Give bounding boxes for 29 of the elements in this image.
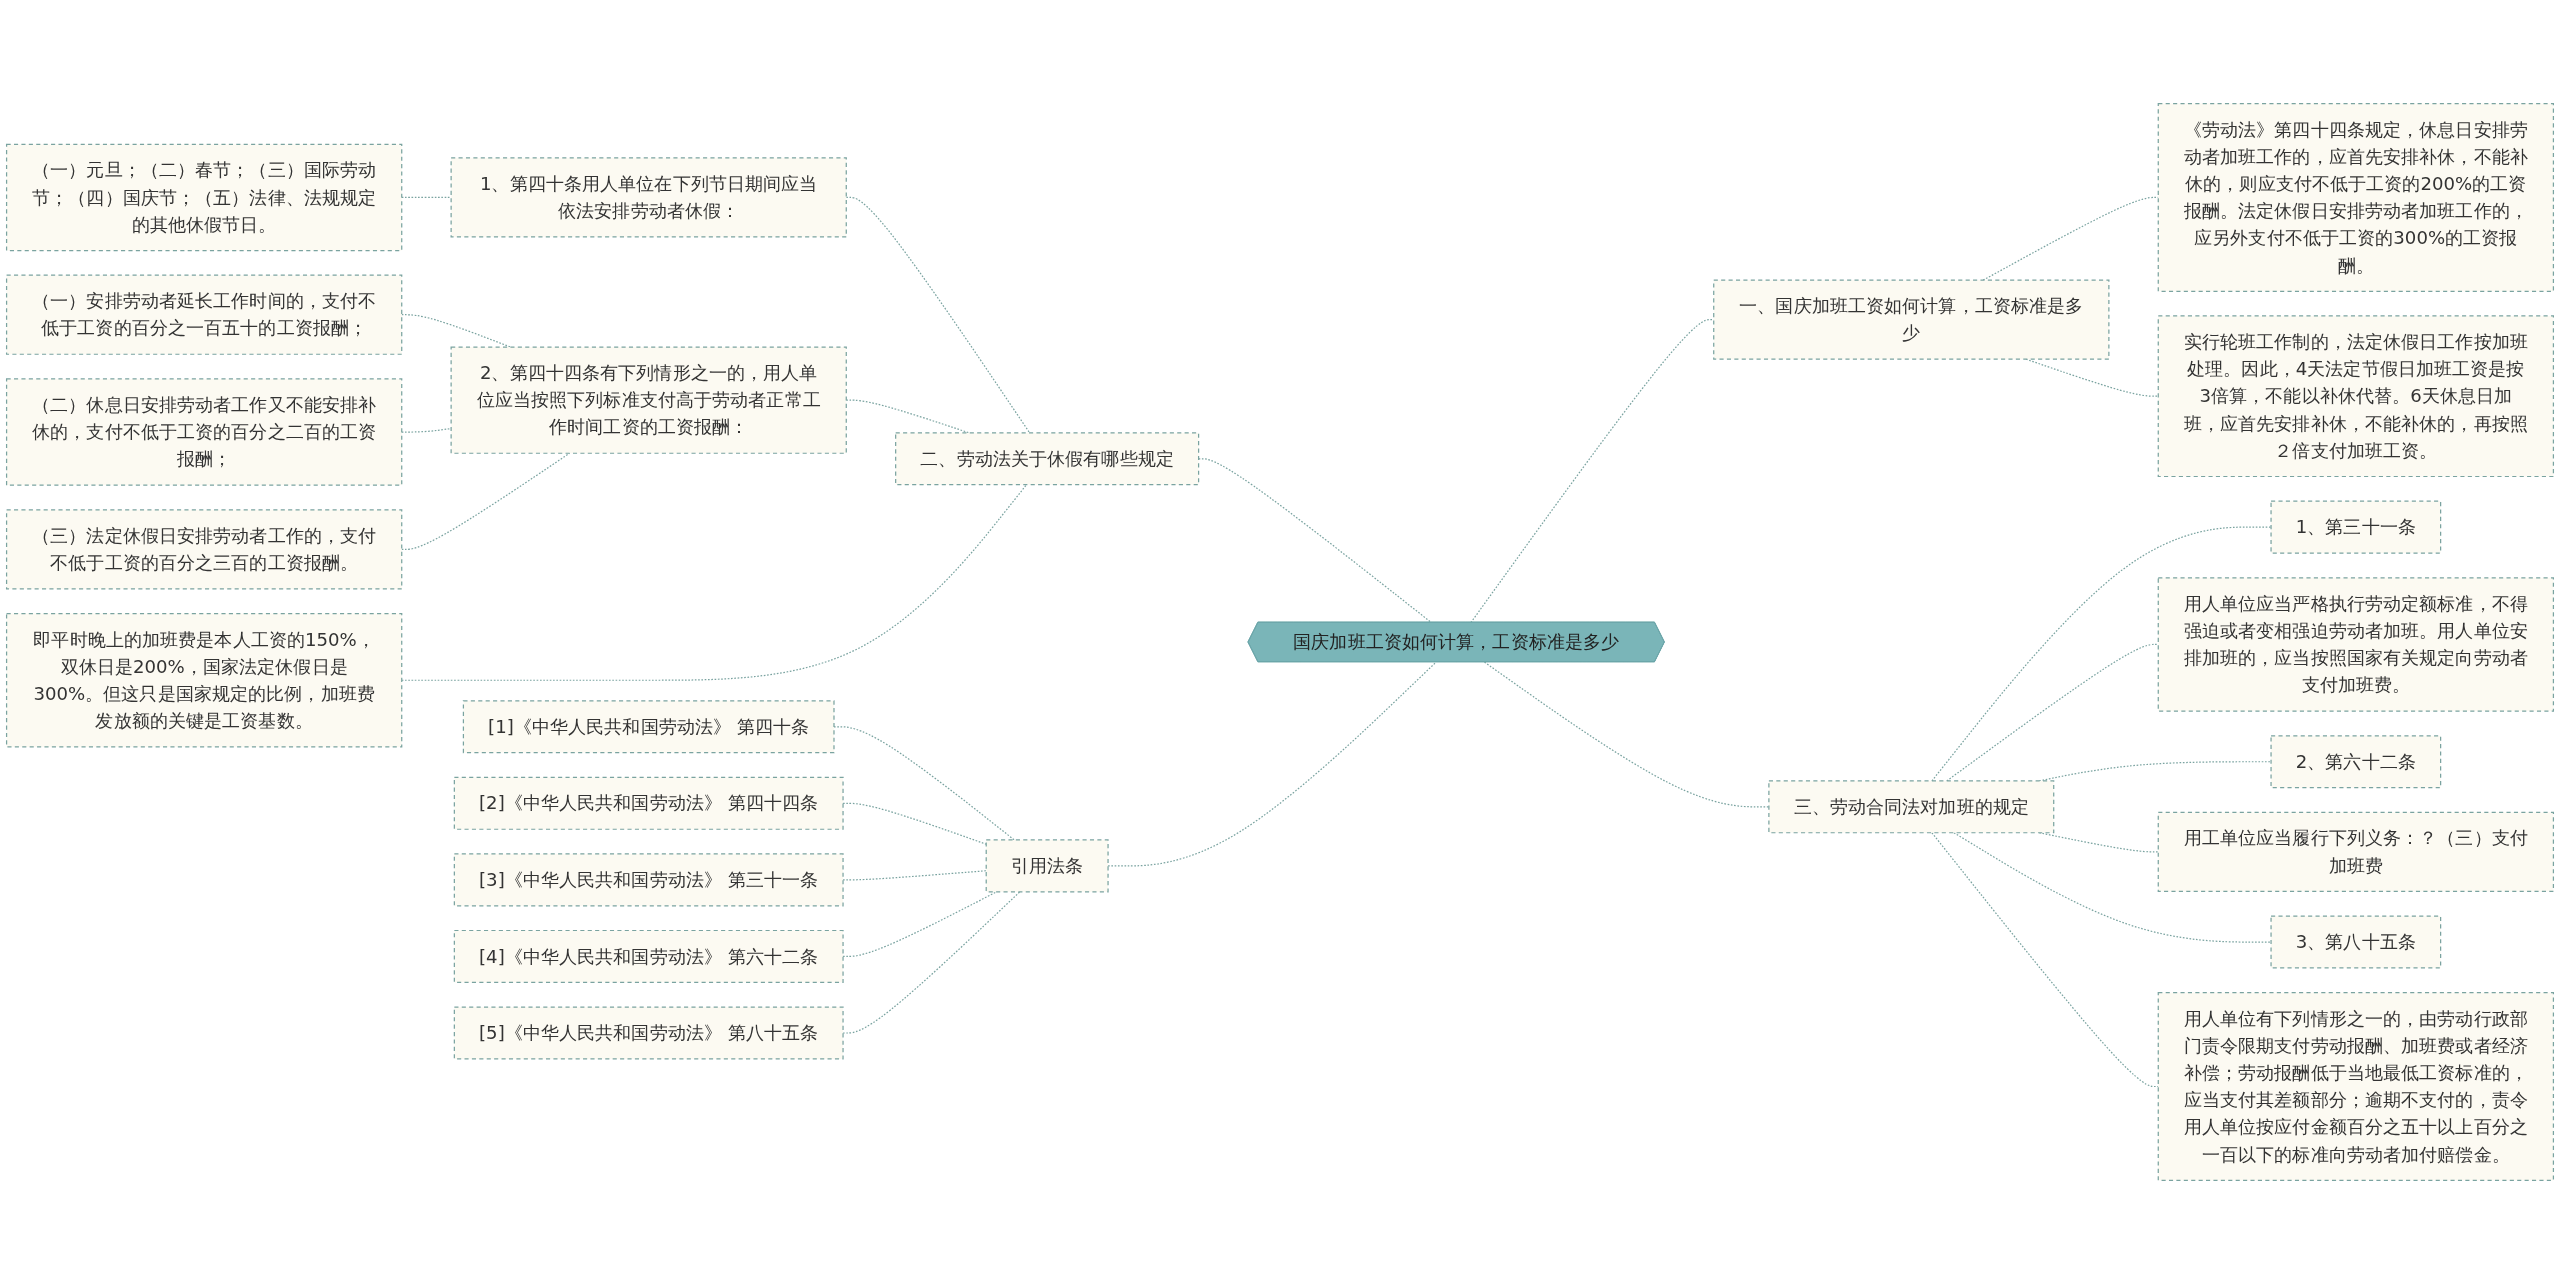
connector [1931, 831, 2159, 1087]
node-box: 三、劳动合同法对加班的规定 [1768, 779, 2055, 833]
node-box: 3、第八十五条 [2270, 915, 2442, 969]
node-box: [2]《中华人民共和国劳动法》 第四十四条 [453, 776, 844, 830]
node-box: 用人单位有下列情形之一的，由劳动行政部门责令限期支付劳动报酬、加班费或者经济补偿；劳动报酬低于当地最低工资标准的，应当支付其差额部分；逾期不支付的，责令用人单位按应付金额百分之五十以上百分之一百以下的标准向劳动者加付赔偿金。 [2157, 991, 2555, 1181]
node-box: （三）法定休假日安排劳动者工作的，支付不低于工资的百分之三百的工资报酬。 [5, 508, 403, 589]
node-box: 2、第六十二条 [2270, 734, 2442, 788]
connector [1946, 643, 2159, 782]
node-box: 一、国庆加班工资如何计算，工资标准是多少 [1713, 279, 2110, 360]
node-box: 用工单位应当履行下列义务：？（三）支付加班费 [2157, 811, 2555, 892]
node-box: [1]《中华人民共和国劳动法》 第四十条 [462, 699, 835, 753]
node-box: 1、第四十条用人单位在下列节日期间应当依法安排劳动者休假： [450, 156, 847, 238]
connector [1931, 526, 2272, 782]
node-box: （一）元旦；（二）春节；（三）国际劳动节；（四）国庆节；（五）法律、法规规定的其他休假节日。 [5, 143, 403, 251]
node-box: 2、第四十四条有下列情形之一的，用人单位应当按照下列标准支付高于劳动者正常工作时间工资的工资报酬： [450, 345, 847, 454]
node-box: 实行轮班工作制的，法定休假日工作按加班处理。因此，4天法定节假日加班工资是按3倍算，不能以补休代替。6天休息日加班，应首先安排补休，不能补休的，再按照２倍支付加班工资。 [2157, 314, 2555, 477]
node-box: 1、第三十一条 [2270, 500, 2442, 554]
connector [2025, 358, 2159, 397]
node-box: 引用法条 [985, 838, 1109, 892]
node-box: 即平时晚上的加班费是本人工资的150%，双休日是200%，国家法定休假日是300%。但这只是国家规定的比例，加班费发放额的关键是工资基数。 [5, 612, 403, 748]
node-box: （二）休息日安排劳动者工作又不能安排补休的，支付不低于工资的百分之二百的工资报酬； [5, 377, 403, 486]
node-box: 二、劳动法关于休假有哪些规定 [895, 431, 1200, 485]
node-box: [3]《中华人民共和国劳动法》 第三十一条 [453, 852, 844, 906]
connector [1953, 831, 2272, 943]
node-box: （一）安排劳动者延长工作时间的，支付不低于工资的百分之一百五十的工资报酬； [5, 274, 403, 355]
node-box: 《劳动法》第四十四条规定，休息日安排劳动者加班工作的，应首先安排补休，不能补休的，则应支付不低于工资的200%的工资报酬。法定休假日安排劳动者加班工作的，应另外支付不低于工资的300%的工资报酬。 [2157, 102, 2555, 292]
node-box: [4]《中华人民共和国劳动法》 第六十二条 [453, 929, 844, 983]
node-box: [5]《中华人民共和国劳动法》 第八十五条 [453, 1006, 844, 1060]
node-box: 用人单位应当严格执行劳动定额标准，不得强迫或者变相强迫劳动者加班。用人单位安排加班的，应当按照国家有关规定向劳动者支付加班费。 [2157, 576, 2555, 712]
